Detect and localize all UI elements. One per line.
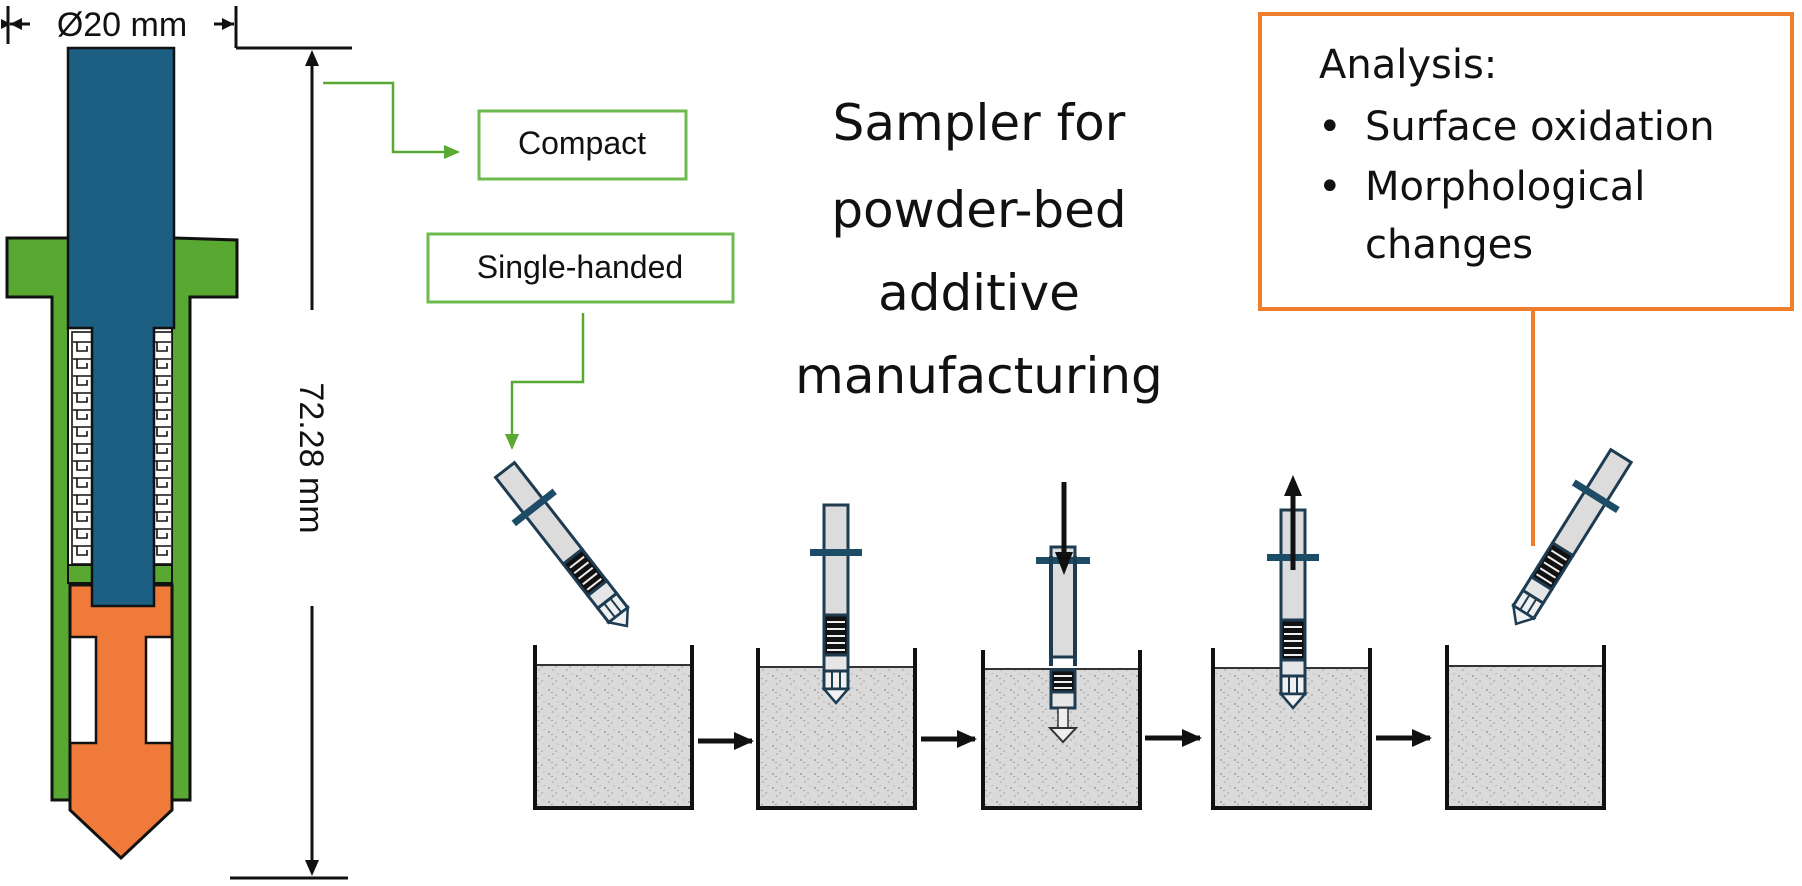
sampler-plunger bbox=[66, 46, 176, 608]
spring-coil bbox=[73, 545, 91, 556]
analysis-item-2: Morphological bbox=[1365, 164, 1645, 210]
title-line-4: manufacturing bbox=[795, 347, 1163, 405]
sampler-cross-section bbox=[5, 46, 239, 861]
analysis-box: Analysis: • Surface oxidation • Morpholo… bbox=[1258, 12, 1794, 546]
diagram-title: Sampler for powder-bed additive manufact… bbox=[795, 94, 1163, 405]
single-handed-callout: Single-handed bbox=[426, 232, 735, 450]
spring-coil bbox=[153, 341, 171, 352]
diameter-label: Ø20 mm bbox=[57, 6, 187, 44]
title-line-3: additive bbox=[878, 264, 1080, 322]
spring-coil bbox=[73, 358, 91, 369]
length-dimension: 72.28 mm bbox=[230, 46, 352, 880]
spring-coil bbox=[153, 545, 171, 556]
length-label: 72.28 mm bbox=[292, 382, 330, 533]
process-steps bbox=[483, 440, 1645, 810]
spring-coil bbox=[73, 477, 91, 488]
analysis-item-2-cont: changes bbox=[1365, 222, 1533, 268]
single-handed-label: Single-handed bbox=[477, 249, 683, 285]
spring-coil bbox=[73, 426, 91, 437]
powder-container bbox=[533, 645, 694, 810]
compact-callout: Compact bbox=[323, 81, 688, 181]
title-line-2: powder-bed bbox=[831, 181, 1126, 239]
title-line-1: Sampler for bbox=[833, 94, 1126, 152]
spring-coil bbox=[73, 494, 91, 505]
spring-coil bbox=[153, 358, 171, 369]
analysis-item-1: Surface oxidation bbox=[1365, 104, 1715, 150]
spring-coil bbox=[153, 511, 171, 522]
bullet-icon: • bbox=[1318, 164, 1342, 210]
spring-coil bbox=[73, 528, 91, 539]
spring-coil bbox=[153, 477, 171, 488]
spring-coil bbox=[73, 460, 91, 471]
spring-coil bbox=[153, 392, 171, 403]
spring-coil bbox=[73, 511, 91, 522]
spring-coil bbox=[73, 375, 91, 386]
spring-coil bbox=[153, 426, 171, 437]
sampler-step-press bbox=[1036, 482, 1090, 744]
spring-coil bbox=[73, 392, 91, 403]
spring-coil bbox=[153, 460, 171, 471]
spring-coil bbox=[153, 528, 171, 539]
spring-coil bbox=[153, 375, 171, 386]
spring-coil bbox=[153, 409, 171, 420]
compact-label: Compact bbox=[518, 125, 646, 161]
spring-coil bbox=[153, 494, 171, 505]
bullet-icon: • bbox=[1318, 104, 1342, 150]
powder-container bbox=[1445, 645, 1606, 810]
spring-coil bbox=[73, 443, 91, 454]
analysis-heading: Analysis: bbox=[1319, 42, 1497, 88]
sampler-step-withdraw bbox=[1265, 475, 1321, 710]
sampler-step-retrieve bbox=[1492, 440, 1645, 640]
spring-coil bbox=[73, 341, 91, 352]
diameter-dimension: Ø20 mm bbox=[1, 6, 238, 48]
spring-coil bbox=[73, 409, 91, 420]
sampler-step-approach bbox=[483, 452, 649, 644]
spring-coil bbox=[153, 443, 171, 454]
